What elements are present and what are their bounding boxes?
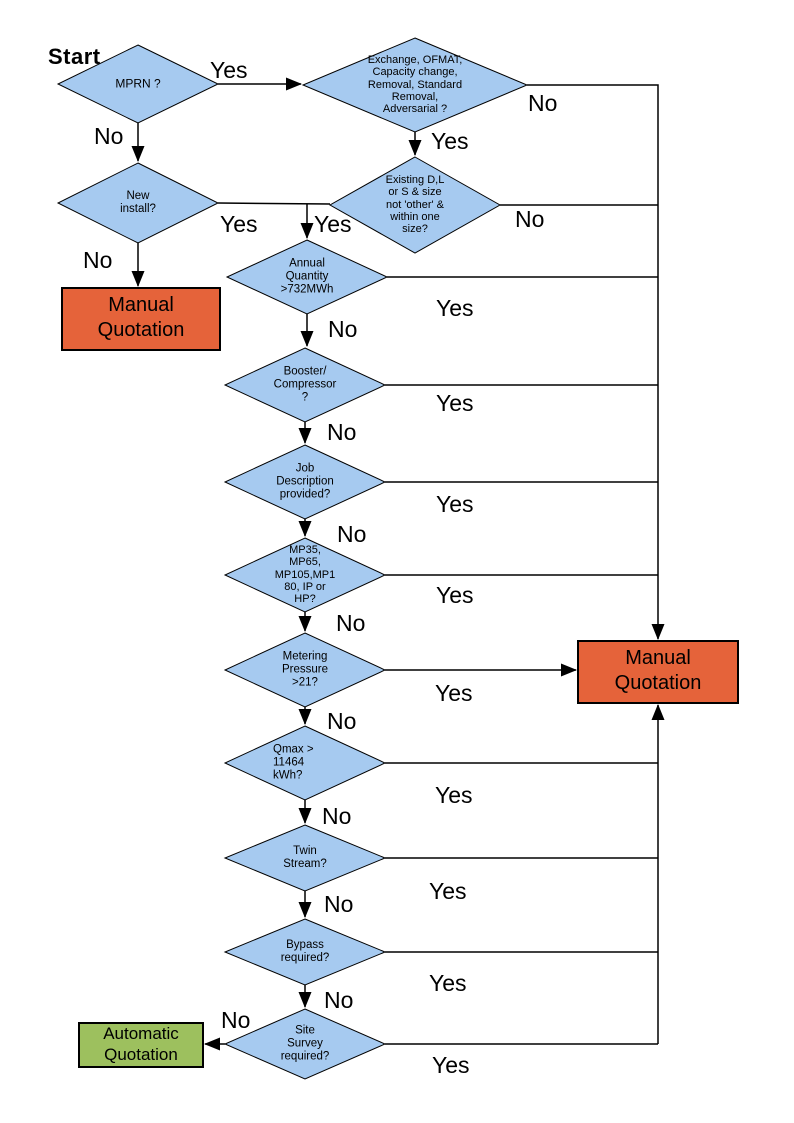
edge-label-existing-yes: Yes	[314, 211, 352, 237]
edge-label-exchange-no: No	[528, 90, 558, 116]
decision-exchange-shape	[301, 37, 529, 133]
decision-job-label: Job Description provided?	[276, 462, 334, 501]
edge-label-annual-no: No	[328, 316, 358, 342]
decision-twin-label: Twin Stream?	[283, 845, 327, 870]
edge-label-metering-yes: Yes	[435, 680, 473, 706]
terminal-manual-right-label: Manual Quotation	[614, 647, 702, 694]
decision-mprn-label: MPRN ?	[115, 76, 161, 91]
edge-label-newinstall-yes: Yes	[220, 211, 258, 237]
edge-label-booster-no: No	[327, 419, 357, 445]
decision-annual-label: Annual Quantity >732MWh	[280, 257, 334, 296]
decision-twin-shape	[223, 824, 387, 892]
decision-mp-shape	[223, 537, 387, 613]
decision-metering-shape	[223, 632, 387, 708]
edge-exchange-no	[527, 84, 665, 640]
edge-label-mp-no: No	[336, 610, 366, 636]
decision-exchange-label: Exchange, OFMAT, Capacity change, Remova…	[367, 54, 463, 116]
decision-survey-shape	[223, 1008, 387, 1080]
edge-label-annual-yes: Yes	[436, 295, 474, 321]
edge-label-survey-yes: Yes	[432, 1052, 470, 1078]
terminal-manual-left-shape	[61, 287, 221, 351]
decision-new-install-shape	[56, 162, 220, 244]
decision-new-install-label: New install?	[120, 190, 156, 215]
decision-qmax-shape	[223, 725, 387, 801]
decision-existing-label: Existing D,L or S & size not 'other' & w…	[385, 174, 445, 236]
edge-label-mp-yes: Yes	[436, 582, 474, 608]
decision-booster-shape	[223, 347, 387, 423]
terminal-automatic-shape	[78, 1022, 204, 1068]
terminal-automatic-label: Automatic Quotation	[103, 1024, 179, 1064]
edge-label-mprn-no: No	[94, 123, 124, 149]
edge-label-exchange-yes: Yes	[431, 128, 469, 154]
start-label: Start	[48, 44, 101, 69]
decision-survey-label: Site Survey required?	[280, 1024, 330, 1063]
edge-newinstall-yes	[217, 202, 331, 205]
decision-mp-label: MP35, MP65, MP105,MP1 80, IP or HP?	[274, 544, 336, 606]
decision-existing-shape	[328, 156, 502, 254]
decision-qmax-label: Qmax > 11464 kWh?	[273, 743, 314, 782]
decision-annual-shape	[225, 239, 389, 315]
decision-bypass-shape	[223, 918, 387, 986]
terminal-manual-left-label: Manual Quotation	[97, 294, 185, 341]
edge-label-bypass-yes: Yes	[429, 970, 467, 996]
decision-booster-label: Booster/ Compressor ?	[273, 365, 337, 404]
edge-label-mprn-yes: Yes	[210, 57, 248, 83]
edge-label-newinstall-no: No	[83, 247, 113, 273]
edge-label-twin-no: No	[324, 891, 354, 917]
edge-label-job-no: No	[337, 521, 367, 547]
edge-label-qmax-no: No	[322, 803, 352, 829]
decision-mprn-shape	[56, 44, 220, 124]
decision-bypass-label: Bypass required?	[280, 939, 330, 964]
edge-label-booster-yes: Yes	[436, 390, 474, 416]
edge-label-job-yes: Yes	[436, 491, 474, 517]
decision-metering-label: Metering Pressure >21?	[281, 650, 329, 689]
decision-job-shape	[223, 444, 387, 520]
edge-label-qmax-yes: Yes	[435, 782, 473, 808]
edge-label-survey-no: No	[221, 1007, 251, 1033]
edge-label-existing-no: No	[515, 206, 545, 232]
terminal-manual-right-shape	[577, 640, 739, 704]
edge-label-bypass-no: No	[324, 987, 354, 1013]
edge-label-twin-yes: Yes	[429, 878, 467, 904]
edge-label-metering-no: No	[327, 708, 357, 734]
